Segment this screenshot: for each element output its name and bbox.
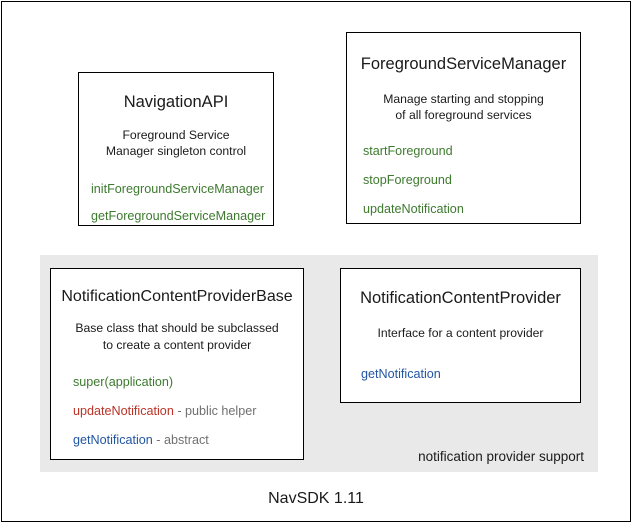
member-note: - abstract: [152, 433, 209, 448]
member-name: initForegroundServiceManager: [91, 181, 264, 196]
class-title: NotificationContentProvider: [360, 289, 561, 307]
class-description-line: Base class that should be subclassed: [75, 321, 279, 336]
class-description: Base class that should be subclassed to …: [51, 320, 303, 353]
class-member[interactable]: getForegroundServiceManager: [91, 209, 273, 224]
member-name: getForegroundServiceManager: [91, 208, 266, 223]
class-description-line: Interface for a content provider: [377, 325, 544, 340]
class-member[interactable]: updateNotification: [363, 202, 580, 217]
member-name: stopForeground: [363, 172, 452, 187]
class-description: Manage starting and stopping of all fore…: [347, 91, 580, 124]
class-member[interactable]: initForegroundServiceManager: [91, 182, 273, 197]
class-description-line: Manager singleton control: [105, 144, 247, 159]
class-member[interactable]: updateNotification - public helper: [73, 404, 303, 419]
class-title: NavigationAPI: [123, 93, 229, 111]
class-description-line: of all foreground services: [395, 108, 532, 123]
member-name: getNotification: [361, 367, 441, 382]
region-label: notification provider support: [418, 449, 584, 464]
diagram-footer-caption: NavSDK 1.11: [268, 490, 364, 507]
class-title: NotificationContentProviderBase: [61, 288, 293, 305]
class-member-list: super(application) updateNotification - …: [51, 375, 303, 448]
class-box-notification-content-provider[interactable]: NotificationContentProvider Interface fo…: [340, 268, 581, 403]
class-member[interactable]: getNotification: [361, 367, 580, 382]
member-name: updateNotification: [73, 404, 174, 419]
class-member[interactable]: super(application): [73, 375, 303, 390]
member-name: super(application): [73, 375, 174, 390]
member-name: startForeground: [363, 143, 453, 158]
class-member-list: startForeground stopForeground updateNot…: [347, 144, 580, 217]
member-name: getNotification: [73, 433, 153, 448]
class-title: ForegroundServiceManager: [360, 55, 567, 73]
class-member-list: getNotification: [341, 367, 580, 382]
class-member[interactable]: getNotification - abstract: [73, 433, 303, 448]
member-name: updateNotification: [363, 201, 464, 216]
class-description: Interface for a content provider: [341, 325, 580, 341]
class-box-navigation-api[interactable]: NavigationAPI Foreground Service Manager…: [78, 72, 274, 226]
class-description: Foreground Service Manager singleton con…: [79, 127, 273, 160]
member-note: - public helper: [173, 404, 257, 419]
class-description-line: to create a content provider: [102, 337, 252, 352]
class-member[interactable]: startForeground: [363, 144, 580, 159]
class-member-list: initForegroundServiceManager getForegrou…: [79, 182, 273, 224]
class-description-line: Foreground Service: [122, 127, 230, 142]
class-box-foreground-service-manager[interactable]: ForegroundServiceManager Manage starting…: [346, 32, 581, 224]
class-box-notification-content-provider-base[interactable]: NotificationContentProviderBase Base cla…: [50, 268, 304, 460]
class-member[interactable]: stopForeground: [363, 173, 580, 188]
class-description-line: Manage starting and stopping: [383, 91, 544, 106]
